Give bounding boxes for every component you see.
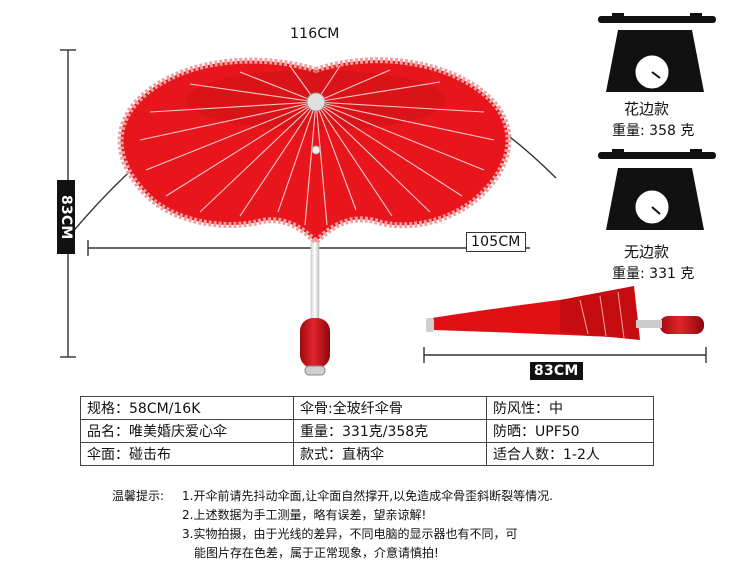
- canopy-rib: [315, 81, 441, 103]
- spec-cell: 款式：直柄伞: [293, 442, 487, 466]
- canopy-rib: [239, 71, 317, 103]
- tips-section: 温馨提示: 1.开伞前请先抖动伞面,让伞面自然撑开,以免造成伞骨歪斜断裂等情况.…: [112, 487, 553, 563]
- spec-cell: 伞面：碰击布: [80, 442, 294, 466]
- canopy-rib: [315, 69, 391, 103]
- canopy-ribs: [139, 65, 495, 226]
- canopy-rib: [315, 101, 431, 213]
- table-row: 规格：58CM/16K 伞骨:全玻纤伞骨 防风性：中: [80, 396, 654, 420]
- scale-style-2: 无边款: [624, 243, 670, 261]
- scale-style-1: 花边款: [624, 100, 670, 118]
- canopy-rib: [315, 101, 485, 113]
- span-width-label: 105CM: [466, 232, 526, 252]
- table-row: 伞面：碰击布 款式：直柄伞 适合人数：1-2人: [80, 442, 654, 466]
- canopy-rib: [145, 101, 317, 171]
- spec-cell: 规格：58CM/16K: [80, 396, 294, 420]
- tips-line-1: 1.开伞前请先抖动伞面,让伞面自然撑开,以免造成伞骨歪斜断裂等情况.: [182, 489, 553, 503]
- canopy-rib: [277, 101, 317, 213]
- closed-length-label: 83CM: [530, 362, 583, 380]
- product-illustration: [60, 13, 716, 376]
- canopy-rib: [315, 101, 463, 197]
- canopy-rib: [315, 101, 495, 141]
- table-row: 品名：唯美婚庆爱心伞 重量：331克/358克 防晒：UPF50: [80, 419, 654, 443]
- spec-cell: 防晒：UPF50: [486, 419, 654, 443]
- canopy-hub: [306, 92, 326, 112]
- canopy-rib: [165, 101, 317, 197]
- spec-cell: 伞骨:全玻纤伞骨: [293, 396, 487, 420]
- closed-umbrella: [426, 286, 704, 340]
- umbrella-handle: [300, 318, 330, 368]
- height-label: 83CM: [57, 180, 75, 254]
- canopy-rib: [189, 83, 317, 103]
- spec-cell: 防风性：中: [486, 396, 654, 420]
- tips-line-2: 2.上述数据为手工测量，略有误差，望亲谅解!: [182, 508, 427, 522]
- closed-length-dimension-line: [423, 347, 707, 363]
- canopy-rib: [239, 101, 317, 217]
- scale-icon-2: [598, 149, 716, 230]
- canopy-rib: [315, 101, 485, 171]
- spec-table: 规格：58CM/16K 伞骨:全玻纤伞骨 防风性：中 品名：唯美婚庆爱心伞 重量…: [80, 396, 654, 466]
- canopy-rib: [199, 101, 317, 213]
- tips-line-3: 3.实物拍摄，由于光线的差异，不同电脑的显示器也有不同，可: [182, 527, 518, 541]
- span-dimension-line: [87, 240, 530, 256]
- canopy-rib: [315, 101, 328, 226]
- scale-icon-1: [598, 13, 716, 92]
- canopy-width-label: 116CM: [286, 25, 344, 43]
- closed-umbrella-handle: [660, 316, 704, 334]
- spec-cell: 适合人数：1-2人: [486, 442, 654, 466]
- tips-line-4: 能图片存在色差，属于正常现象，介意请慎拍!: [194, 546, 439, 560]
- spec-cell: 重量：331克/358克: [293, 419, 487, 443]
- canopy-rib: [149, 101, 317, 113]
- spec-cell: 品名：唯美婚庆爱心伞: [80, 419, 294, 443]
- scale-weight-1: 重量: 358 克: [612, 123, 695, 139]
- scale-weight-2: 重量: 331 克: [612, 266, 695, 282]
- canopy-rib: [304, 101, 317, 226]
- canopy-rib: [139, 101, 317, 141]
- canopy-rib: [315, 101, 393, 217]
- canopy-rib: [315, 101, 357, 211]
- open-heart-umbrella: [117, 57, 512, 376]
- tips-label: 温馨提示:: [112, 489, 165, 503]
